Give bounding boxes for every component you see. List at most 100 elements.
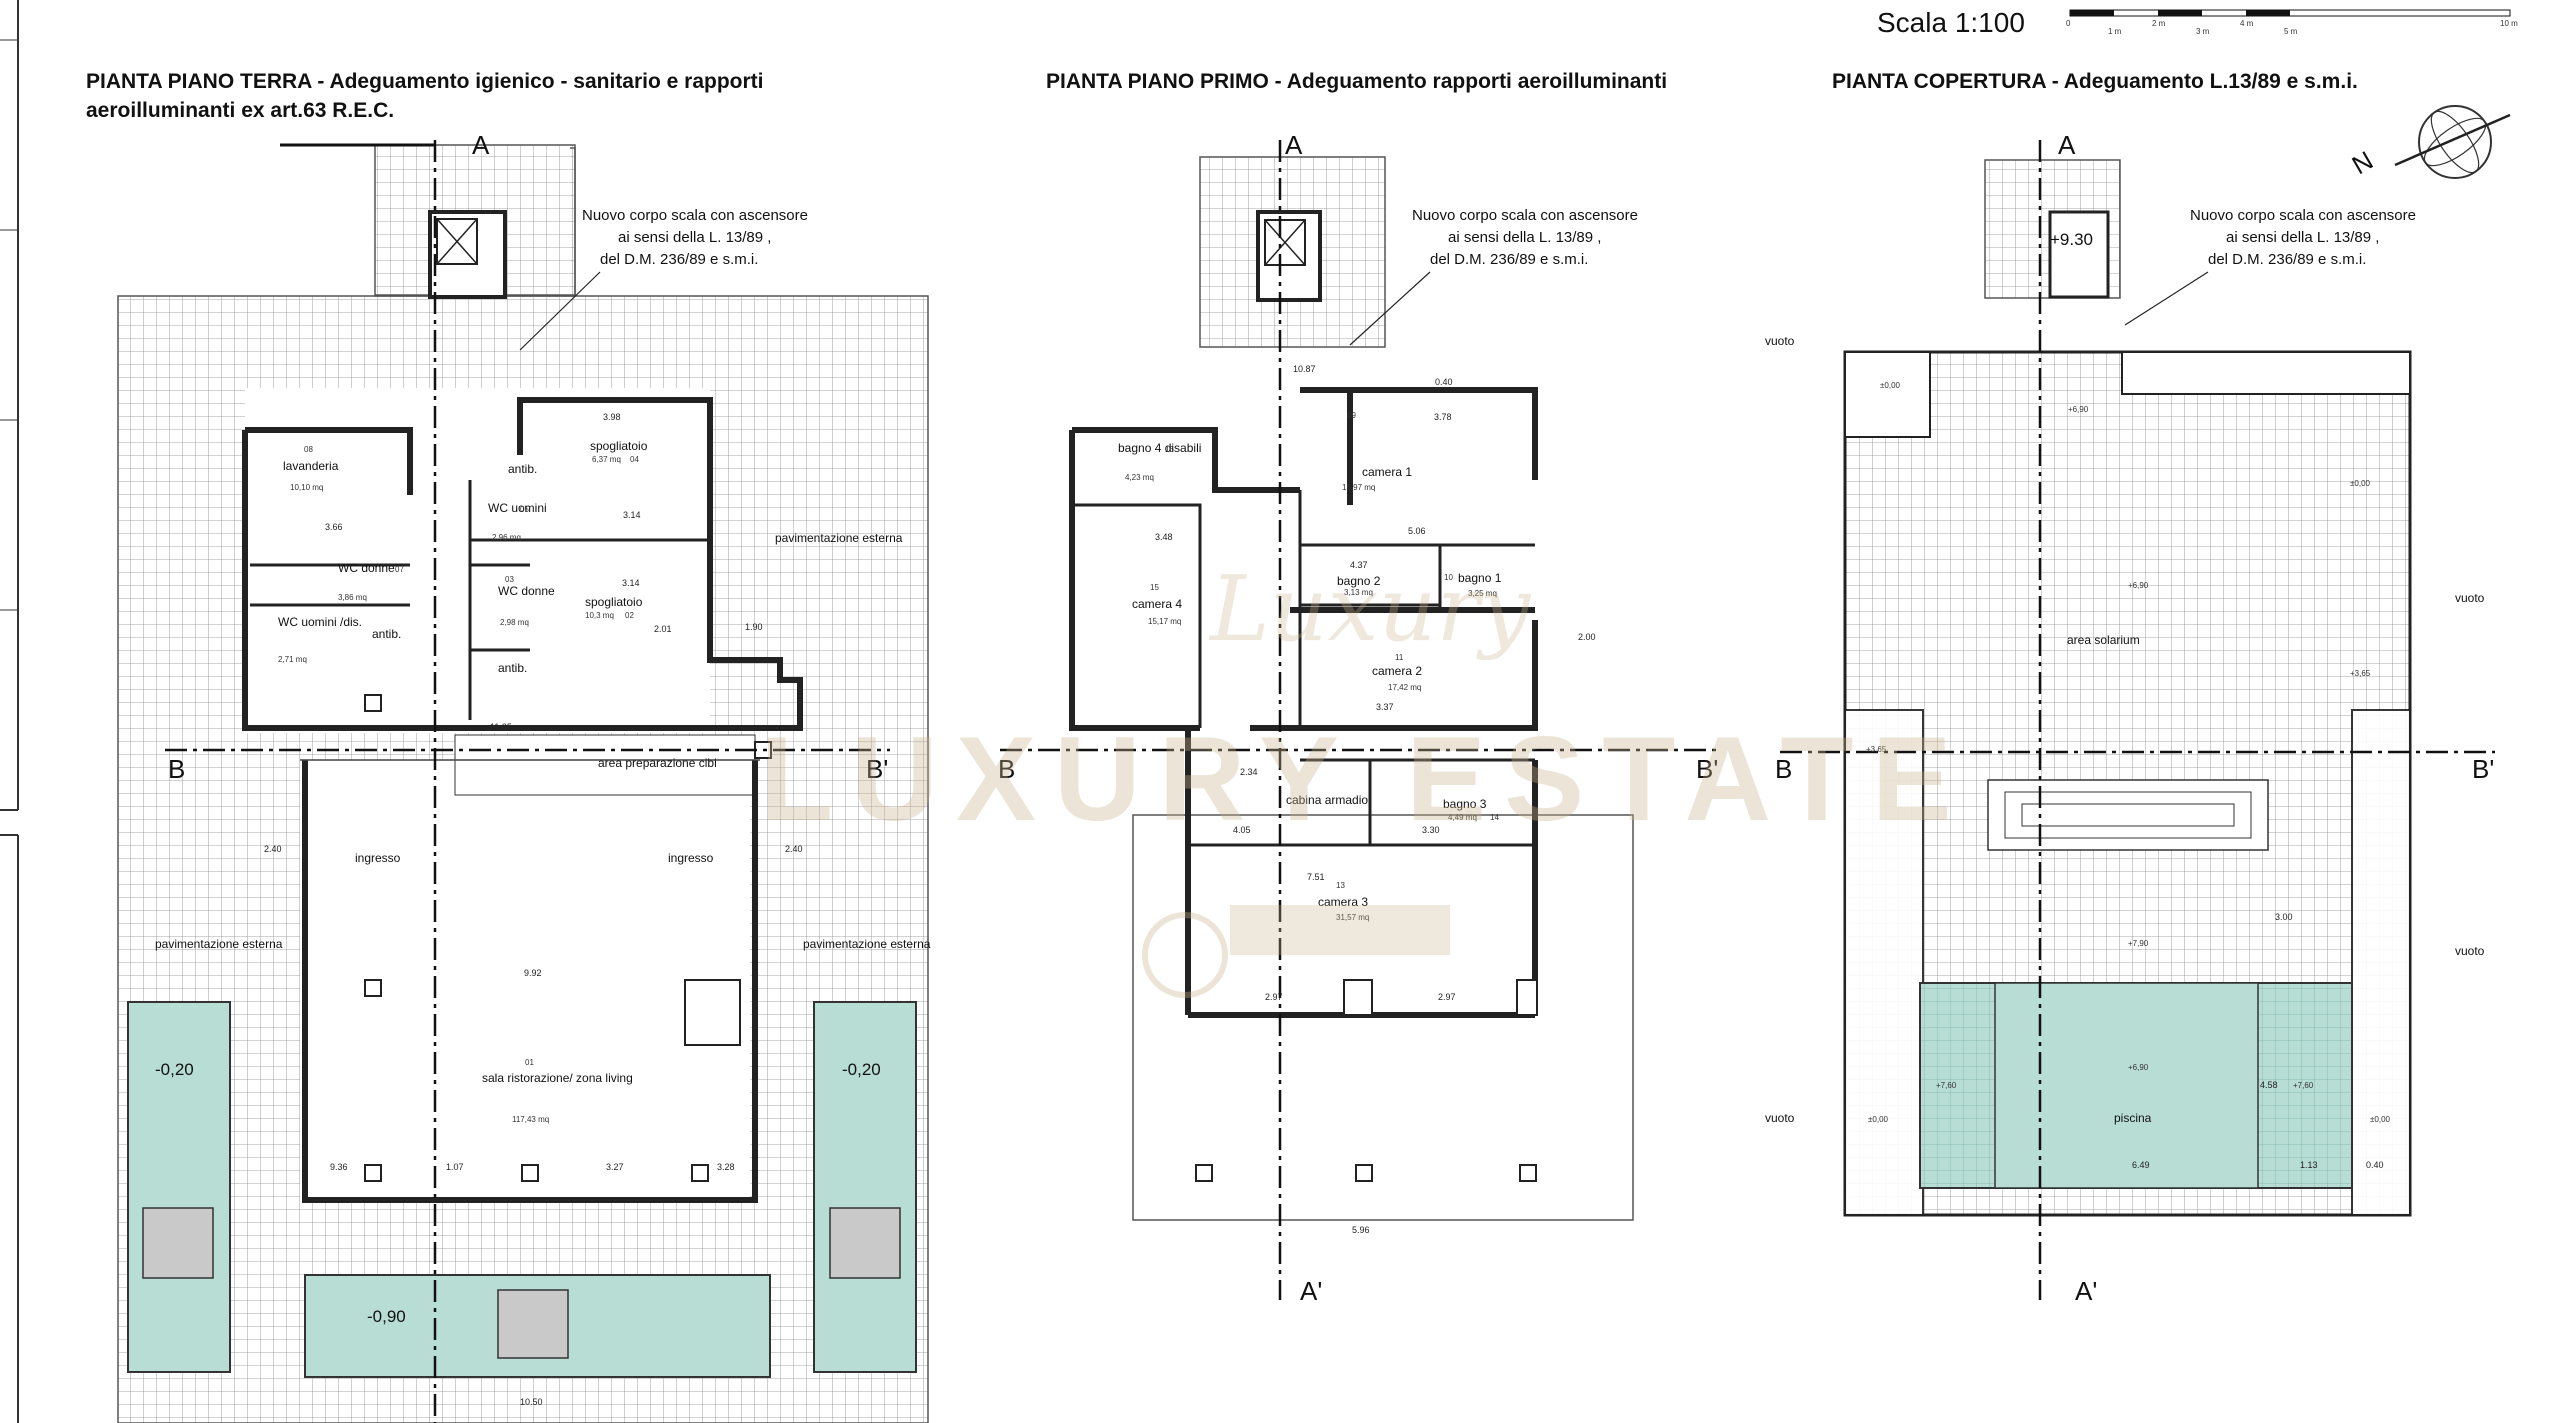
svg-text:17,42 mq: 17,42 mq (1388, 683, 1421, 692)
section-mark-b-prime: B' (1696, 754, 1718, 784)
section-mark-b-prime: B' (866, 754, 888, 784)
svg-text:0.40: 0.40 (1435, 377, 1453, 387)
scale-tick: 1 m (2108, 27, 2122, 36)
svg-text:09: 09 (1347, 411, 1356, 420)
svg-text:+6,90: +6,90 (2128, 1063, 2149, 1072)
room-area-preparazione-cibi: area preparazione cibi (598, 756, 717, 770)
svg-text:11.35: 11.35 (490, 722, 512, 732)
room-spogliatoio-04: spogliatoio (590, 439, 648, 453)
svg-text:2.00: 2.00 (1578, 632, 1596, 642)
svg-text:0.40: 0.40 (2366, 1160, 2384, 1170)
section-mark-b: B (998, 754, 1015, 784)
label-pavimentazione-3: pavimentazione esterna (803, 937, 931, 951)
svg-text:4.58: 4.58 (2260, 1080, 2278, 1090)
room-bagno-4: bagno 4 disabili (1118, 441, 1201, 455)
svg-text:6,37 mq: 6,37 mq (592, 455, 621, 464)
room-bagno-3: bagno 3 (1443, 797, 1487, 811)
svg-text:±0,00: ±0,00 (2350, 479, 2371, 488)
room-camera-4: camera 4 (1132, 597, 1182, 611)
svg-text:11: 11 (1395, 653, 1404, 662)
svg-text:2,96 mq: 2,96 mq (492, 533, 521, 542)
svg-text:3.14: 3.14 (623, 510, 641, 520)
svg-text:13: 13 (1336, 881, 1345, 890)
svg-text:3,13 mq: 3,13 mq (1344, 588, 1373, 597)
room-antib-1: antib. (508, 462, 537, 476)
watermark-text: LUXURY ESTATE (760, 712, 1970, 846)
scale-tick: 2 m (2152, 19, 2166, 28)
svg-text:9.92: 9.92 (524, 968, 542, 978)
svg-text:16: 16 (1165, 445, 1174, 454)
scale-tick: 3 m (2196, 27, 2210, 36)
svg-text:02: 02 (625, 611, 634, 620)
section-mark-b: B (168, 754, 185, 784)
svg-text:5.06: 5.06 (1408, 526, 1426, 536)
svg-text:+7,60: +7,60 (2293, 1081, 2314, 1090)
room-wc-uomini-dis: WC uomini /dis. (278, 615, 362, 629)
svg-text:10.87: 10.87 (1293, 364, 1316, 374)
svg-text:6.49: 6.49 (2132, 1160, 2150, 1170)
note-stair-3: del D.M. 236/89 e s.m.i. (1430, 251, 1588, 268)
svg-text:10: 10 (1444, 573, 1453, 582)
room-lavanderia: lavanderia (283, 459, 339, 473)
svg-text:08: 08 (304, 445, 313, 454)
watermark-logo: LUXURY ESTATE Luxury (760, 557, 1970, 998)
note-stair-1: Nuovo corpo scala con ascensore (1412, 207, 1638, 224)
level-mark: +9.30 (2050, 230, 2093, 249)
svg-text:04: 04 (630, 455, 639, 464)
plan-ground-title-2: aeroilluminanti ex art.63 R.E.C. (86, 99, 394, 122)
svg-text:1.07: 1.07 (446, 1162, 464, 1172)
section-mark-a: A (1285, 130, 1303, 160)
level-mark: -0,20 (155, 1060, 194, 1079)
label-pavimentazione-1: pavimentazione esterna (775, 531, 903, 545)
section-mark-a-prime: A' (1300, 1276, 1322, 1306)
svg-text:10,10 mq: 10,10 mq (290, 483, 323, 492)
plan-ground-floor: PIANTA PIANO TERRA - Adeguamento igienic… (86, 70, 931, 1423)
svg-text:01: 01 (525, 1058, 534, 1067)
section-mark-a-prime: A' (2075, 1276, 2097, 1306)
plan-ground-title-1: PIANTA PIANO TERRA - Adeguamento igienic… (86, 70, 764, 93)
note-stair-1: Nuovo corpo scala con ascensore (2190, 207, 2416, 224)
section-mark-a: A (472, 130, 490, 160)
level-mark: -0,90 (367, 1307, 406, 1326)
svg-text:+3,65: +3,65 (2350, 669, 2371, 678)
svg-text:3,86 mq: 3,86 mq (338, 593, 367, 602)
svg-text:2.34: 2.34 (1240, 767, 1258, 777)
label-vuoto-2: vuoto (2455, 591, 2485, 605)
room-camera-1: camera 1 (1362, 465, 1412, 479)
svg-text:±0,00: ±0,00 (2370, 1115, 2391, 1124)
note-stair-2: ai sensi della L. 13/89 , (618, 229, 771, 246)
plan-roof-title: PIANTA COPERTURA - Adeguamento L.13/89 e… (1832, 70, 2358, 93)
room-wc-uomini: WC uomini (488, 501, 547, 515)
svg-text:+6,90: +6,90 (2128, 581, 2149, 590)
svg-text:7.51: 7.51 (1307, 872, 1325, 882)
plan-first-floor: PIANTA PIANO PRIMO - Adeguamento rapport… (998, 70, 1720, 1306)
svg-text:3.48: 3.48 (1155, 532, 1173, 542)
svg-text:3.66: 3.66 (325, 522, 343, 532)
svg-text:31,57 mq: 31,57 mq (1336, 913, 1369, 922)
svg-text:3.98: 3.98 (603, 412, 621, 422)
svg-text:2.40: 2.40 (785, 844, 803, 854)
room-antib-2: antib. (372, 627, 401, 641)
room-spogliatoio-02: spogliatoio (585, 595, 643, 609)
svg-text:±0,00: ±0,00 (1868, 1115, 1889, 1124)
svg-text:1.90: 1.90 (745, 622, 763, 632)
scale-label: Scala 1:100 (1877, 7, 2025, 38)
svg-text:±0,00: ±0,00 (1880, 381, 1901, 390)
room-camera-2: camera 2 (1372, 664, 1422, 678)
north-compass-icon: N (2347, 105, 2511, 180)
svg-text:2.01: 2.01 (654, 624, 672, 634)
label-vuoto-3: vuoto (2455, 944, 2485, 958)
svg-text:9.36: 9.36 (330, 1162, 348, 1172)
label-area-solarium: area solarium (2067, 633, 2140, 647)
note-stair-2: ai sensi della L. 13/89 , (1448, 229, 1601, 246)
svg-text:10.50: 10.50 (520, 1397, 543, 1407)
plan-first-title: PIANTA PIANO PRIMO - Adeguamento rapport… (1046, 70, 1667, 93)
room-bagno-1: bagno 1 (1458, 571, 1502, 585)
north-label: N (2347, 145, 2378, 180)
room-ingresso-left: ingresso (355, 851, 401, 865)
svg-text:2.97: 2.97 (1265, 992, 1283, 1002)
label-vuoto-1: vuoto (1765, 334, 1795, 348)
svg-text:117,43 mq: 117,43 mq (512, 1115, 549, 1124)
scale-bar: Scala 1:100 0 1 m 2 m 3 m 4 m 5 m 10 m (1877, 7, 2518, 38)
